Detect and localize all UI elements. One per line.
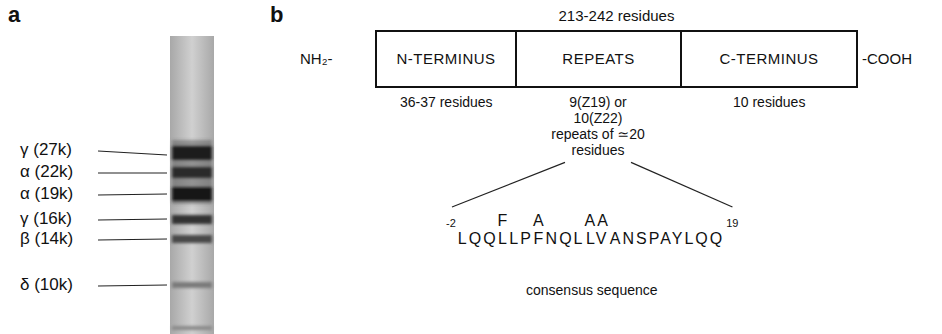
protein-domain: REPEATS xyxy=(517,32,680,86)
protein-domain: C-TERMINUS xyxy=(680,32,856,86)
band-leader-lines xyxy=(98,151,167,286)
terminus-label: NH₂- xyxy=(300,50,332,67)
band-label: α (19k) xyxy=(20,184,73,204)
repeat-expansion-lines xyxy=(452,162,732,207)
residue-column: LQQ xyxy=(458,230,498,248)
band-label: α (22k) xyxy=(20,162,73,182)
sequence-residue: L xyxy=(498,230,509,248)
sequence-position: 19 xyxy=(726,214,738,232)
residue-column: ANSPAYLQQ xyxy=(610,230,724,248)
domain-name: C-TERMINUS xyxy=(719,50,818,67)
consensus-sequence: -2LQQFLLPAFNQLAALVANSPAYLQQ19 xyxy=(444,212,740,248)
panel-letter: a xyxy=(8,2,20,27)
domain-name: REPEATS xyxy=(562,50,634,67)
band-label: β (14k) xyxy=(20,229,73,249)
residue-column: LP xyxy=(509,230,533,248)
length-heading: 213-242 residues xyxy=(377,7,856,24)
band-label: γ (16k) xyxy=(20,209,72,229)
sequence-residue: LV xyxy=(586,230,608,248)
residue-column: NQL xyxy=(546,230,585,248)
residue-count: 10 residues xyxy=(733,94,805,110)
panel-letter: b xyxy=(270,2,283,27)
gel-bands xyxy=(172,140,212,330)
domain-name: N-TERMINUS xyxy=(396,50,495,67)
protein-outline: 213-242 residuesN-TERMINUSREPEATSC-TERMI… xyxy=(375,30,858,88)
residue-count: 36-37 residues xyxy=(400,94,493,110)
sequence-variant: A xyxy=(533,212,546,230)
sequence-residue: F xyxy=(533,230,545,248)
sequence-residue: LQQ xyxy=(458,230,498,248)
residue-column: FL xyxy=(498,212,510,248)
gel-lane xyxy=(170,36,214,334)
residue-column: AALV xyxy=(585,212,610,248)
repeat-count: 9(Z19) or 10(Z22) repeats of ≃20 residue… xyxy=(551,94,645,158)
sequence-variant: F xyxy=(498,212,510,230)
sequence-residue: LP xyxy=(509,230,533,248)
sequence-position: -2 xyxy=(446,214,456,232)
protein-domain: N-TERMINUS xyxy=(377,32,517,86)
residue-column: AF xyxy=(533,212,546,248)
sequence-residue: ANSPAYLQQ xyxy=(610,230,724,248)
terminus-label: -COOH xyxy=(862,50,912,67)
sequence-variant: AA xyxy=(585,212,610,230)
caption-text: consensus sequence xyxy=(526,282,658,298)
band-label: δ (10k) xyxy=(20,275,73,295)
band-label: γ (27k) xyxy=(20,140,72,160)
sequence-residue: NQL xyxy=(546,230,585,248)
